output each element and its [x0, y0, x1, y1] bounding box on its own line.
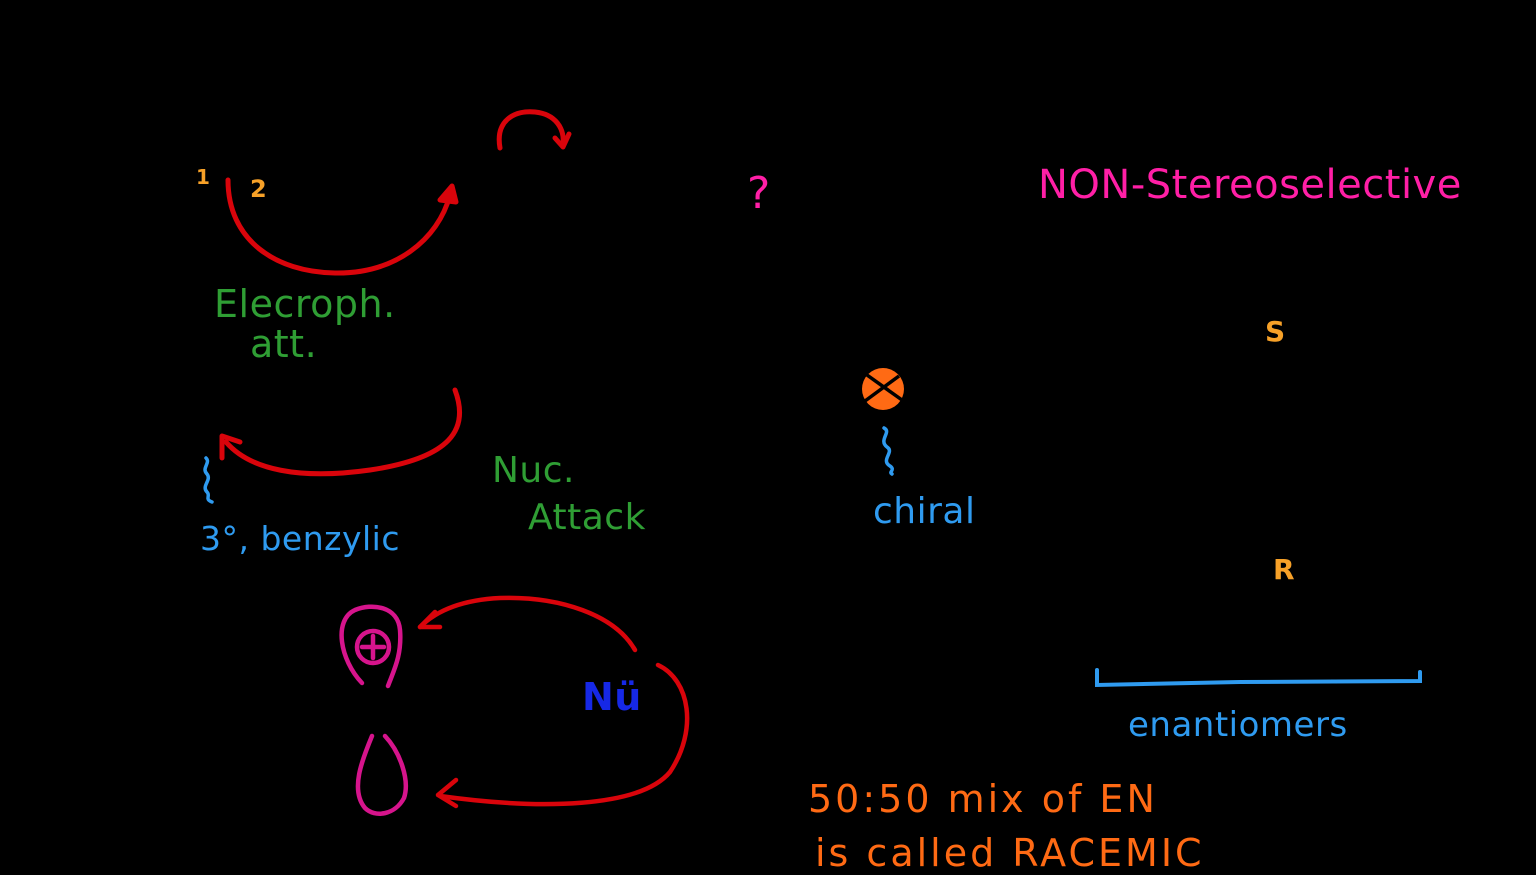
- step-number-1: 1: [196, 165, 211, 189]
- wavy-bond-middle: [882, 426, 895, 476]
- chiral-label: chiral: [873, 491, 976, 532]
- nucleophilic-attack-arrow: [219, 387, 462, 477]
- p-orbital: [339, 604, 408, 816]
- small-curved-arrow: [496, 109, 572, 151]
- non-stereoselective-heading: NON-Stereoselective: [1038, 162, 1462, 208]
- chiral-center-marker: [862, 368, 904, 410]
- carbocation-note: 3°, benzylic: [200, 519, 400, 558]
- question-mark: ?: [747, 168, 771, 219]
- wavy-bond-left: [203, 456, 214, 504]
- nucleophilic-attack-label-line2: Attack: [528, 497, 646, 538]
- config-s-label: S: [1265, 315, 1286, 348]
- electrophilic-attack-label-line1: Elecroph.: [214, 282, 396, 326]
- enantiomers-bracket: [1095, 668, 1422, 688]
- nu-attack-bottom-arrow: [435, 662, 690, 809]
- step-number-2: 2: [250, 175, 268, 203]
- nucleophile-label: Nü: [582, 675, 642, 719]
- electrophilic-attack-arrow: [225, 177, 459, 276]
- racemic-note-line1: 50:50 mix of EN: [808, 777, 1158, 821]
- nucleophilic-attack-label-line1: Nuc.: [492, 450, 575, 491]
- electrophilic-attack-label-line2: att.: [250, 322, 318, 366]
- racemic-note-line2: is called RACEMIC: [815, 831, 1205, 875]
- nu-attack-top-arrow: [417, 595, 638, 653]
- enantiomers-label: enantiomers: [1128, 705, 1348, 745]
- config-r-label: R: [1273, 553, 1296, 586]
